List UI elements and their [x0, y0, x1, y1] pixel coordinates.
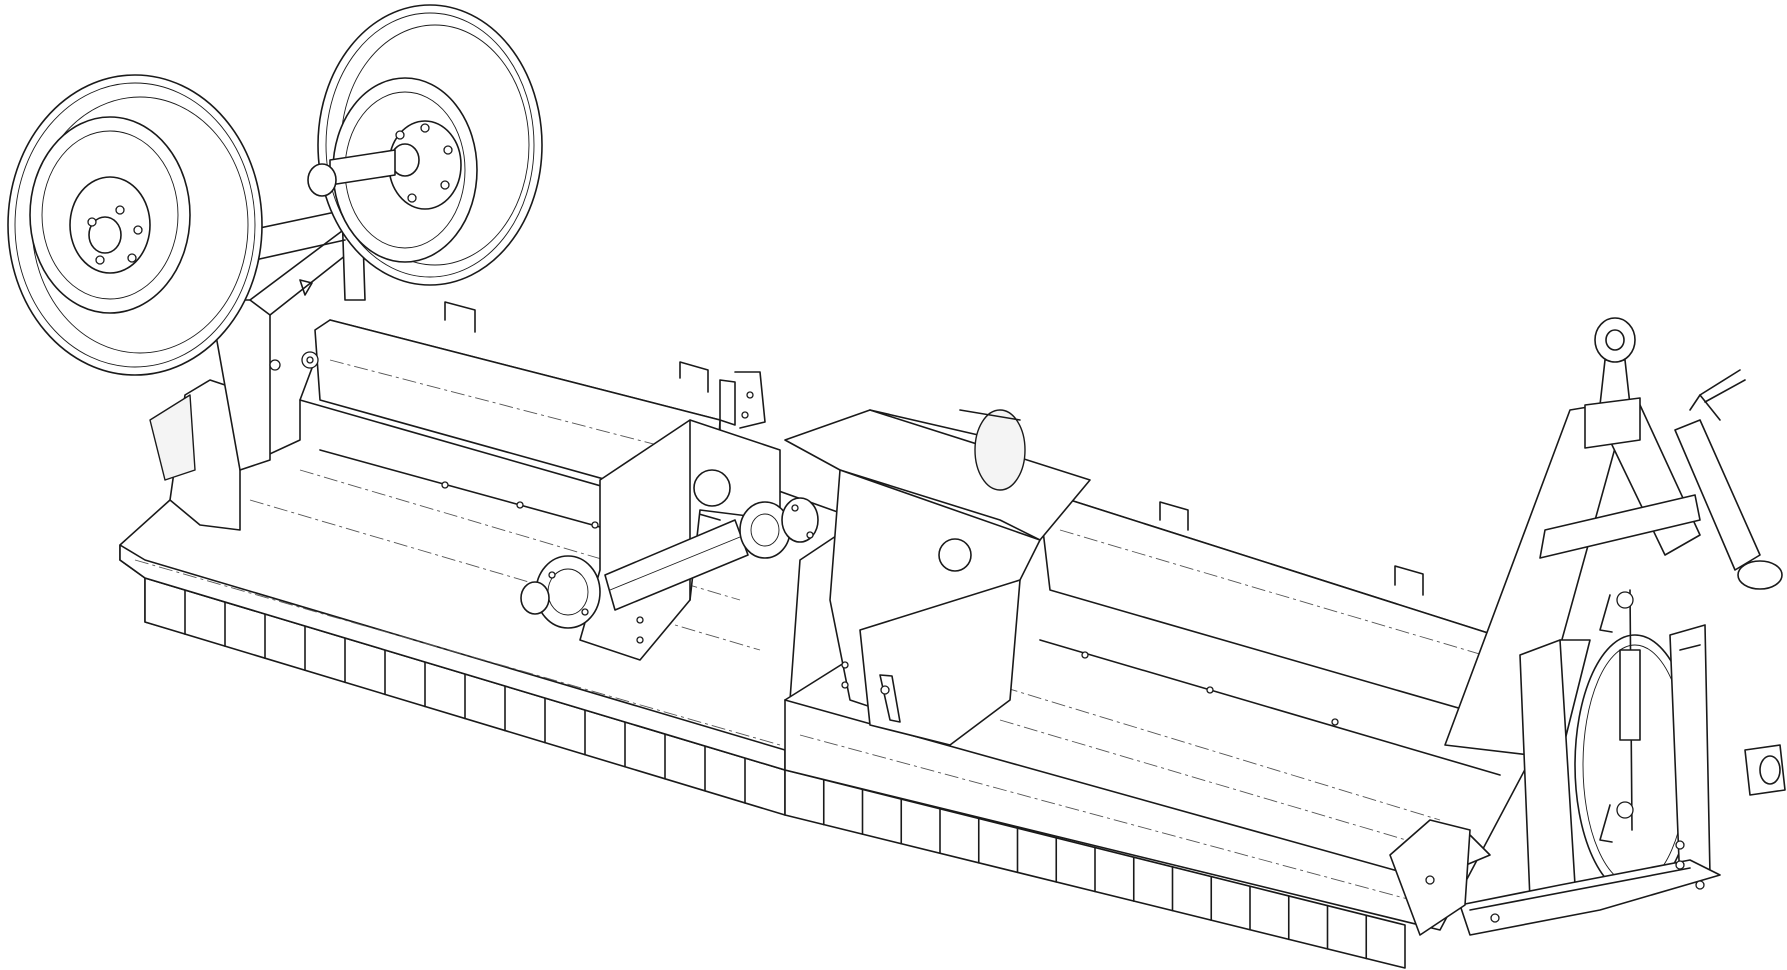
gearbox-housing: [579, 371, 1091, 746]
pto-shaft: [520, 497, 819, 629]
flail-skirt: [119, 559, 1406, 969]
flail-segments-right: [822, 778, 1368, 960]
flail-segments-left: [184, 589, 746, 804]
three-point-hitch: [1389, 317, 1786, 936]
ground-wheel-front: [7, 74, 263, 376]
ground-wheel-rear: [307, 4, 543, 286]
